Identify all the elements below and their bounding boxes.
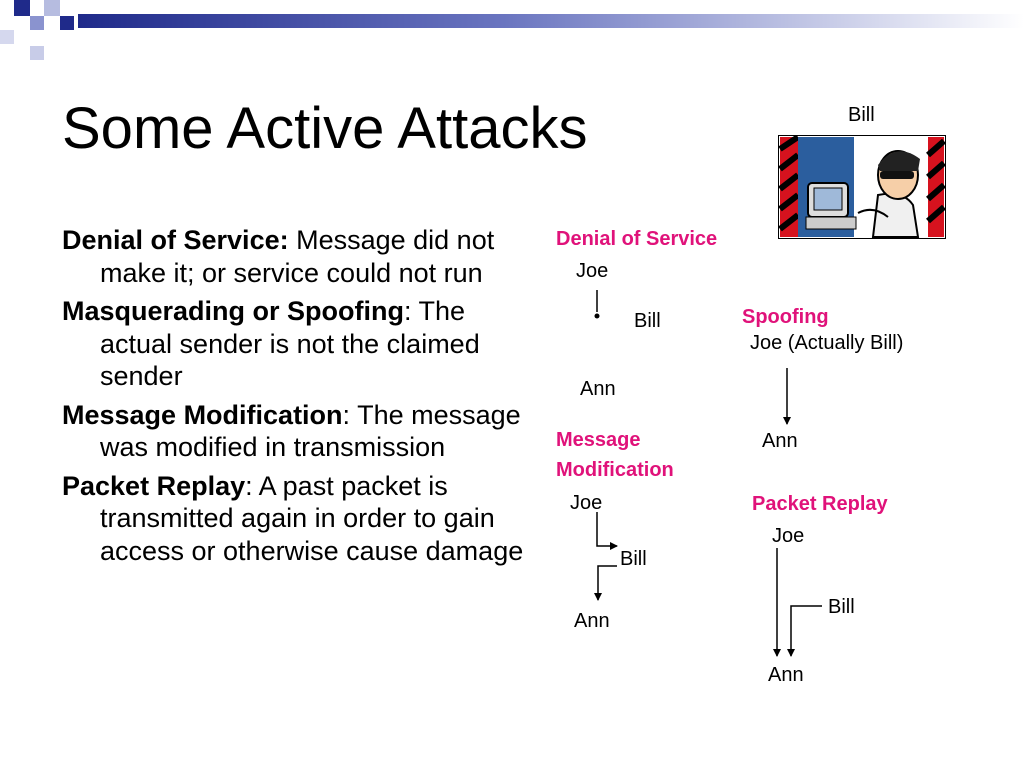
bullet-text: Message did not make it; or service coul… (100, 225, 495, 288)
image-caption: Bill (848, 104, 875, 126)
spoofing-sender: Joe (Actually Bill) (750, 332, 904, 354)
dos-attacker: Bill (634, 310, 661, 332)
bullet-term: Masquerading or Spoofing (62, 296, 404, 326)
bullet-term: Denial of Service: (62, 225, 289, 255)
bullet-message-modification: Message Modification: The message was mo… (62, 399, 521, 463)
spoofing-heading: Spoofing (742, 306, 829, 328)
modification-arrow-to-receiver (594, 565, 617, 601)
bullet-term: Packet Replay (62, 470, 246, 501)
replay-attacker: Bill (828, 596, 855, 618)
dos-block-point (594, 313, 600, 319)
dos-sender: Joe (576, 260, 609, 282)
replay-receiver: Ann (768, 664, 804, 686)
dos-heading: Denial of Service (556, 228, 718, 250)
dos-receiver: Ann (580, 378, 616, 400)
bullet-term: Message Modification (62, 399, 343, 430)
bullet-text: A past packet is transmitted again in or… (100, 470, 524, 566)
modification-heading-line1: Message (556, 429, 641, 451)
bullet-text: The actual sender is not the claimed sen… (100, 296, 480, 391)
modification-sender: Joe (570, 492, 603, 514)
replay-resend-arrow (787, 605, 822, 657)
decor-square (14, 0, 30, 16)
bullet-spoofing: Masquerading or Spoofing: The actual sen… (62, 296, 480, 391)
modification-heading-line2: Modification (556, 459, 674, 481)
decor-square (30, 46, 44, 60)
decor-square (0, 30, 14, 44)
hacker-clipart-image (778, 135, 946, 239)
replay-heading: Packet Replay (752, 493, 888, 515)
slide-title: Some Active Attacks (62, 96, 588, 161)
modification-receiver: Ann (574, 610, 610, 632)
spoofing-receiver: Ann (762, 430, 798, 452)
modification-arrow-to-attacker (596, 512, 618, 550)
bullet-packet-replay: Packet Replay: A past packet is transmit… (62, 470, 524, 566)
bullet-list: Denial of Service: Message did not make … (62, 224, 532, 573)
header-gradient-bar (78, 14, 1024, 28)
decor-square (60, 16, 74, 30)
replay-sender: Joe (772, 525, 805, 547)
decor-square (44, 0, 60, 16)
bullet-text: The message was modified in transmission (100, 399, 521, 463)
bullet-denial-of-service: Denial of Service: Message did not make … (62, 224, 532, 289)
decor-square (30, 16, 44, 30)
modification-attacker: Bill (620, 548, 647, 570)
